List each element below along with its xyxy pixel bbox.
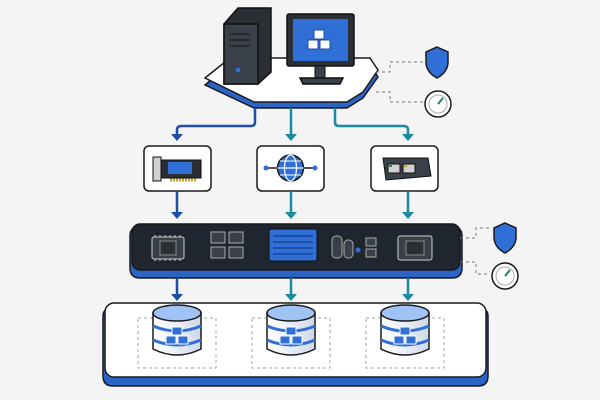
bottom-connectors xyxy=(171,278,414,301)
middle-connectors xyxy=(171,191,414,219)
top-platform xyxy=(203,7,379,109)
middle-row xyxy=(143,145,439,192)
cpu-chip-icon xyxy=(151,235,185,261)
nic-card-icon xyxy=(152,156,202,182)
ethernet-card-box xyxy=(370,145,439,192)
gauge-icon xyxy=(424,90,452,118)
monitor-with-cubes-icon xyxy=(286,13,355,85)
network-globe-icon xyxy=(263,154,318,182)
shield-icon xyxy=(425,46,449,79)
database-cylinder-icon xyxy=(152,304,202,356)
top-side-badges xyxy=(376,46,452,118)
blue-storage-block-icon xyxy=(268,228,318,262)
bar-side-badges xyxy=(460,222,519,290)
storage-platform xyxy=(102,302,489,387)
capacitors-icon xyxy=(331,235,377,259)
database-cylinder-icon xyxy=(266,304,316,356)
nic-card-box xyxy=(143,145,212,192)
hardware-bar xyxy=(129,223,463,279)
chip-icon xyxy=(397,235,433,261)
top-connectors xyxy=(171,108,414,141)
server-tower-icon xyxy=(223,7,272,85)
database-cylinder-icon xyxy=(380,304,430,356)
gauge-icon xyxy=(491,262,519,290)
memory-grid-icon xyxy=(210,231,244,259)
network-globe-box xyxy=(256,145,325,192)
ethernet-card-icon xyxy=(382,157,432,181)
shield-icon xyxy=(493,222,517,254)
